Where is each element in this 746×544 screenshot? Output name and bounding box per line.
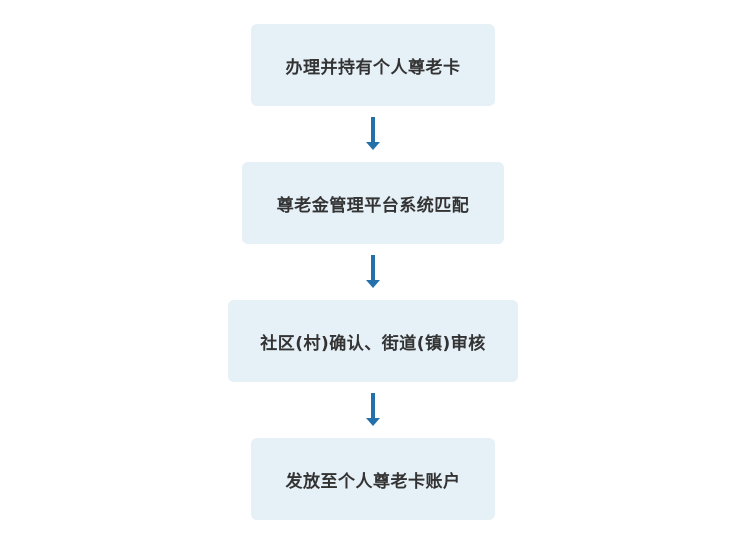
step-label: 社区(村)确认、街道(镇)审核: [260, 333, 486, 354]
arrow-down-icon: [366, 255, 380, 289]
step-label: 尊老金管理平台系统匹配: [276, 195, 470, 216]
step-system-match: 尊老金管理平台系统匹配: [242, 162, 504, 244]
step-disburse: 发放至个人尊老卡账户: [251, 438, 495, 520]
step-label: 办理并持有个人尊老卡: [285, 57, 461, 78]
step-apply-card: 办理并持有个人尊老卡: [251, 24, 495, 106]
arrow-down-icon: [366, 393, 380, 427]
step-confirm-review: 社区(村)确认、街道(镇)审核: [228, 300, 518, 382]
arrow-down-icon: [366, 117, 380, 151]
step-label: 发放至个人尊老卡账户: [285, 471, 461, 492]
